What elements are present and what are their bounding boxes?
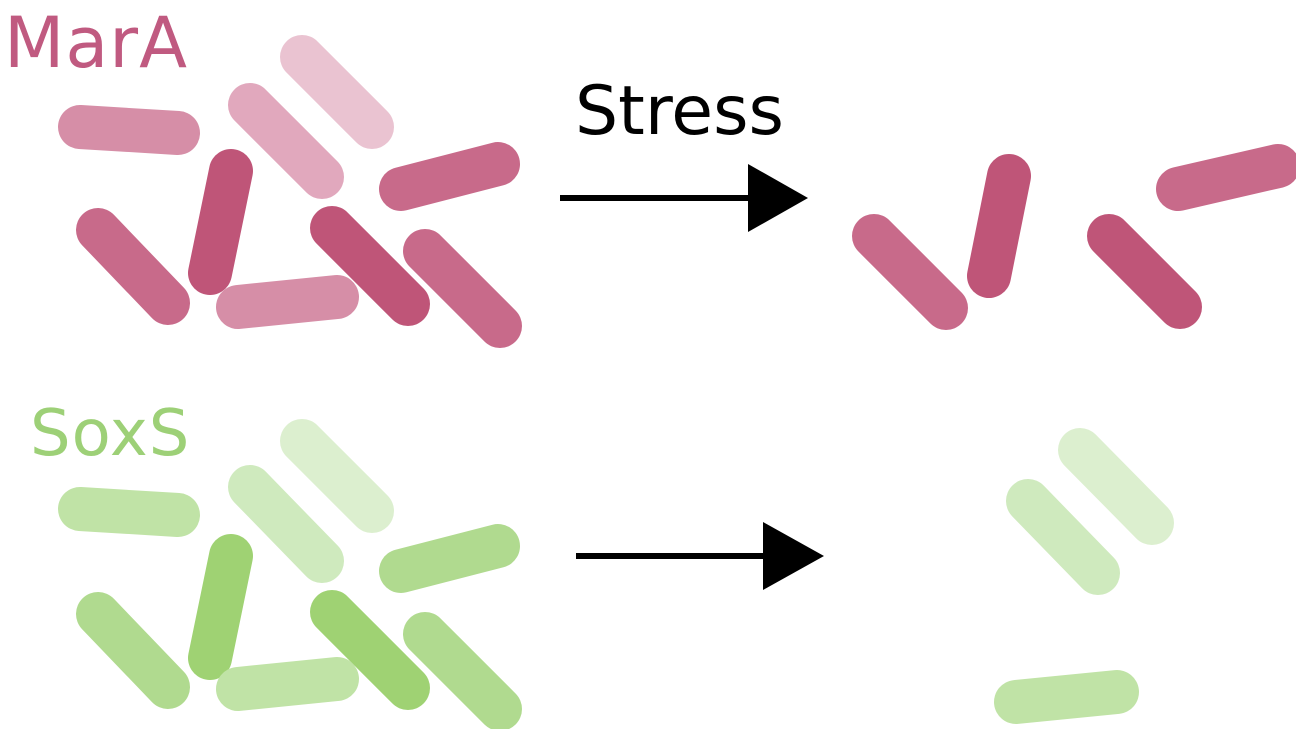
soxs-arrow-head (763, 522, 824, 590)
mara-after-cell-2 (967, 154, 1031, 298)
mara-label: MarA (4, 2, 188, 84)
mara-before-cell-4 (188, 149, 253, 295)
soxs-before-cell-1 (58, 487, 200, 537)
mara-before-cell-8 (403, 229, 522, 348)
mara-before-cell-5 (379, 142, 520, 211)
mara-after-cell-4 (1087, 214, 1202, 329)
soxs-after-cells (994, 428, 1174, 724)
soxs-after-cell-1 (1058, 428, 1174, 545)
stress-arrow (560, 164, 808, 232)
soxs-after-cell-2 (1006, 479, 1120, 595)
soxs-before-cell-9 (216, 657, 359, 711)
mara-after-cell-3 (1156, 144, 1296, 211)
mara-after-cells (852, 144, 1296, 330)
soxs-before-cell-3 (228, 465, 344, 583)
mara-after-cell-1 (852, 214, 968, 330)
soxs-label: SoxS (30, 397, 191, 471)
soxs-before-cell-2 (280, 419, 394, 533)
mara-before-cell-6 (76, 208, 190, 325)
mara-before-cell-3 (228, 83, 344, 199)
stress-arrow-head (748, 164, 808, 232)
soxs-before-cell-5 (379, 524, 520, 593)
soxs-before-cell-7 (310, 590, 430, 710)
soxs-after-cell-3 (994, 670, 1139, 724)
mara-before-cells (58, 35, 522, 348)
soxs-before-cell-4 (188, 534, 253, 680)
mara-before-cell-9 (216, 275, 359, 329)
mara-before-cell-7 (310, 206, 430, 326)
soxs-before-cell-8 (403, 612, 522, 731)
mara-before-cell-2 (280, 35, 394, 149)
stress-label: Stress (575, 72, 784, 151)
mara-before-cell-1 (58, 105, 200, 155)
soxs-before-cells (58, 419, 522, 731)
soxs-before-cell-6 (76, 592, 190, 709)
soxs-arrow (576, 522, 824, 590)
